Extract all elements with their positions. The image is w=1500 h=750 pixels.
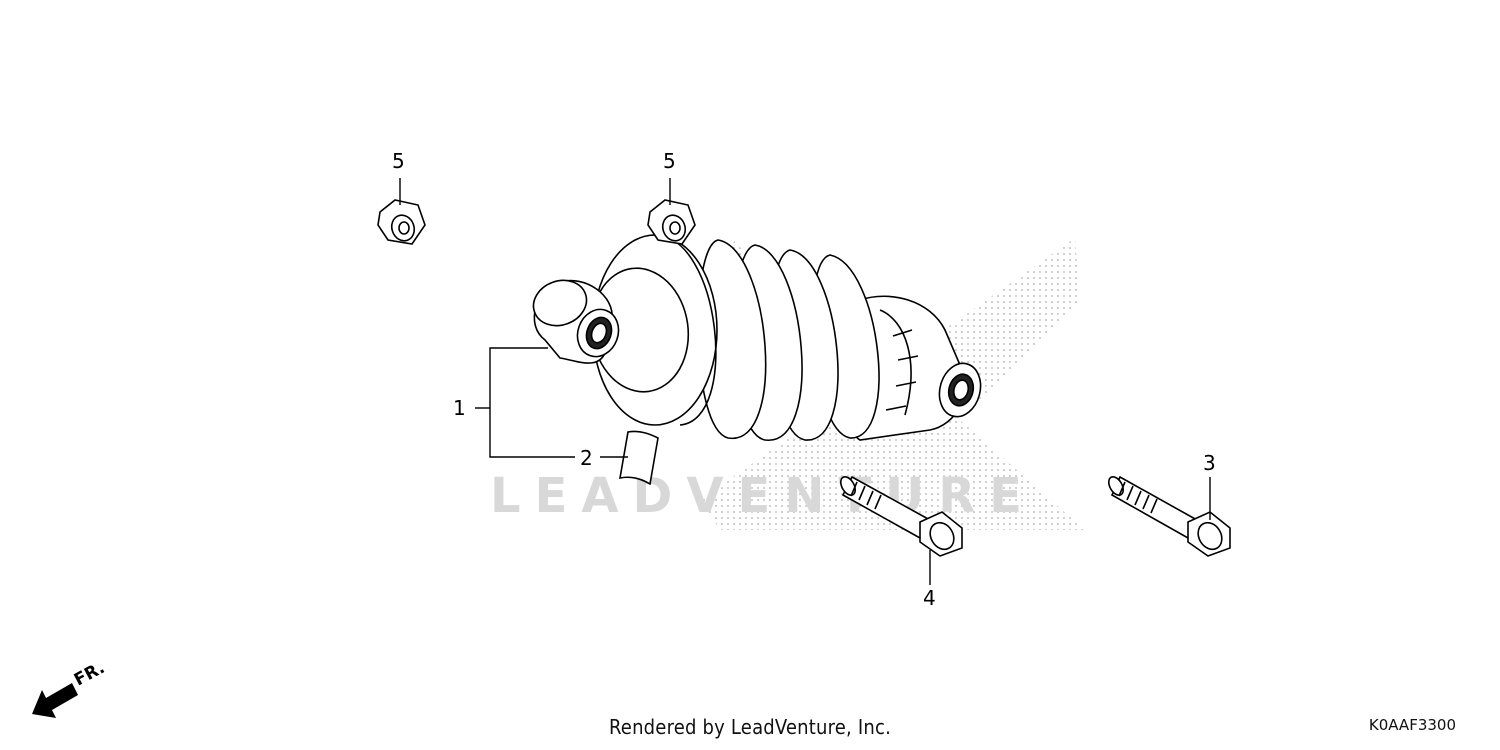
leader-lines	[399, 178, 1211, 585]
shock-damper-band	[879, 309, 919, 416]
diagram-code: K0AAF3300	[1368, 716, 1456, 734]
label-sticker[interactable]	[619, 430, 659, 486]
callout-1: 1	[453, 396, 466, 420]
callout-2: 2	[580, 446, 593, 470]
callout-4: 4	[923, 586, 936, 610]
callout-5-left: 5	[392, 149, 405, 173]
callout-5-right: 5	[663, 149, 676, 173]
front-arrow-label: FR.	[71, 658, 108, 690]
front-direction-indicator: FR.	[32, 658, 108, 718]
front-arrow-icon	[32, 683, 78, 718]
watermark-text: LEADVENTURE	[490, 468, 1036, 524]
bolt-part-3[interactable]	[1106, 474, 1231, 557]
bolt-part-4[interactable]	[838, 474, 963, 557]
shock-spring	[697, 239, 880, 441]
footer-credit: Rendered by LeadVenture, Inc.	[609, 715, 891, 739]
nut-part-5-right[interactable]	[647, 199, 696, 245]
callout-3: 3	[1203, 451, 1216, 475]
shock-absorber[interactable]	[527, 234, 986, 441]
nut-part-5-left[interactable]	[377, 199, 426, 245]
